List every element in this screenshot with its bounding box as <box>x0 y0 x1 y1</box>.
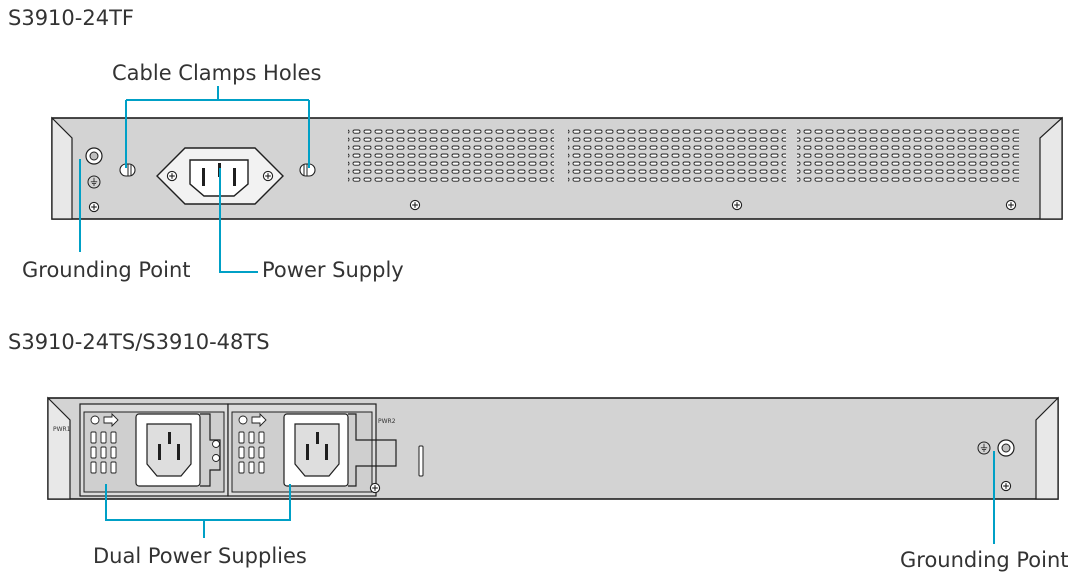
cable-clamp-hole-left <box>119 163 136 177</box>
cable-clamp-hole-right <box>299 163 316 177</box>
airflow-arrow-icon <box>103 412 119 428</box>
ground-symbol-icon <box>87 175 101 189</box>
left-mount-ear <box>47 396 71 500</box>
screw-icon <box>409 199 421 211</box>
pwr1-label: PWR1 <box>53 426 71 433</box>
top-switch-rear-panel <box>51 116 1063 220</box>
dual-power-label: Dual Power Supplies <box>93 544 307 568</box>
status-slot <box>418 445 424 477</box>
right-mount-ear <box>1039 116 1063 220</box>
power-supply-callout-line <box>219 168 258 273</box>
grounding-point-label-bottom: Grounding Point <box>900 548 1069 572</box>
model-title-top: S3910-24TF <box>8 6 134 30</box>
psu-led-icon <box>238 415 248 425</box>
right-mount-ear <box>1035 396 1059 500</box>
left-mount-ear <box>51 116 73 220</box>
power-supply-label: Power Supply <box>262 258 404 282</box>
screw-icon <box>369 482 381 494</box>
vent-grid-2 <box>568 126 786 182</box>
vent-grid-1 <box>348 126 554 182</box>
psu-vent-slots <box>90 431 117 474</box>
psu-handle <box>200 413 221 487</box>
power-inlet-icon <box>283 413 349 487</box>
ground-symbol-icon <box>977 441 991 455</box>
grounding-screw-icon <box>997 439 1015 457</box>
cable-clamps-callout-line <box>125 86 310 168</box>
screw-icon <box>731 199 743 211</box>
pwr2-label: PWR2 <box>378 418 396 425</box>
power-inlet-icon <box>135 413 201 487</box>
bottom-switch-rear-panel: PWR1 <box>47 396 1059 500</box>
vent-grid-3 <box>797 126 1019 182</box>
power-supply-module-2: PWR2 <box>227 403 397 497</box>
grounding-point-label-top: Grounding Point <box>22 258 191 282</box>
screw-icon <box>1000 480 1012 492</box>
model-title-bottom: S3910-24TS/S3910-48TS <box>8 330 270 354</box>
cable-clamps-label: Cable Clamps Holes <box>112 61 322 85</box>
screw-icon <box>1005 199 1017 211</box>
grounding-screw-icon <box>85 147 103 165</box>
psu-led-icon <box>90 415 100 425</box>
psu-vent-slots <box>238 431 265 474</box>
airflow-arrow-icon <box>251 412 267 428</box>
power-supply-module-1: PWR1 <box>53 403 229 497</box>
dual-power-callout-line <box>105 484 291 538</box>
psu-handle <box>348 413 397 487</box>
screw-icon <box>88 201 100 213</box>
